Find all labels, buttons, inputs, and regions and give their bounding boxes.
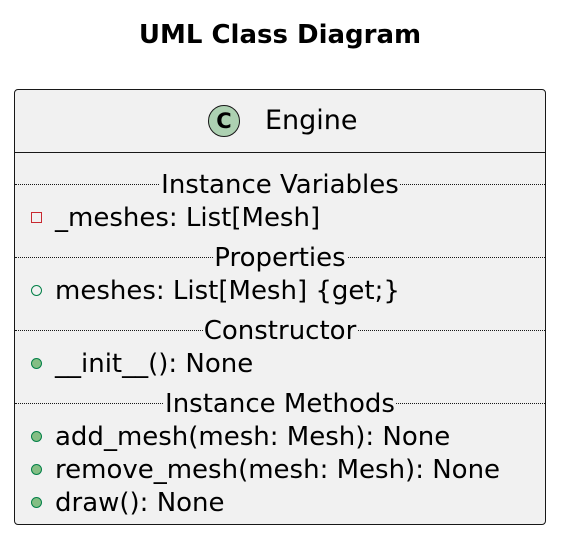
- attribute-row: _meshes: List[Mesh]: [15, 201, 545, 235]
- section-separator-instance-methods: Instance Methods: [15, 387, 545, 421]
- public-visibility-icon: [31, 358, 42, 369]
- private-visibility-icon: [31, 212, 42, 223]
- section-label: Properties: [213, 243, 347, 273]
- class-stereotype-icon: C: [208, 105, 240, 137]
- section-separator-properties: Properties: [15, 241, 545, 275]
- section-separator-instance-variables: Instance Variables: [15, 168, 545, 202]
- public-visibility-icon: [31, 431, 42, 442]
- section-label: Constructor: [202, 316, 358, 346]
- diagram-title: UML Class Diagram: [138, 20, 422, 50]
- section-label: Instance Methods: [164, 389, 396, 419]
- public-visibility-icon: [31, 464, 42, 475]
- method-text: add_mesh(mesh: Mesh): None: [55, 422, 451, 452]
- property-row: meshes: List[Mesh] {get;}: [15, 274, 545, 308]
- section-separator-constructor: Constructor: [15, 314, 545, 348]
- method-text: draw(): None: [55, 488, 225, 518]
- class-name: Engine: [265, 105, 358, 136]
- method-row: remove_mesh(mesh: Mesh): None: [15, 453, 545, 487]
- public-visibility-icon: [31, 497, 42, 508]
- class-box-engine: C Engine Instance Variables _meshes: Lis…: [14, 89, 546, 525]
- class-header: C Engine: [15, 90, 545, 153]
- method-row: __init__(): None: [15, 347, 545, 381]
- method-row: draw(): None: [15, 486, 545, 520]
- method-text: remove_mesh(mesh: Mesh): None: [55, 455, 501, 485]
- property-text: meshes: List[Mesh] {get;}: [55, 276, 400, 306]
- method-row: add_mesh(mesh: Mesh): None: [15, 420, 545, 454]
- attribute-text: _meshes: List[Mesh]: [55, 203, 321, 233]
- method-text: __init__(): None: [55, 349, 254, 379]
- public-visibility-icon: [31, 285, 42, 296]
- section-label: Instance Variables: [160, 170, 400, 200]
